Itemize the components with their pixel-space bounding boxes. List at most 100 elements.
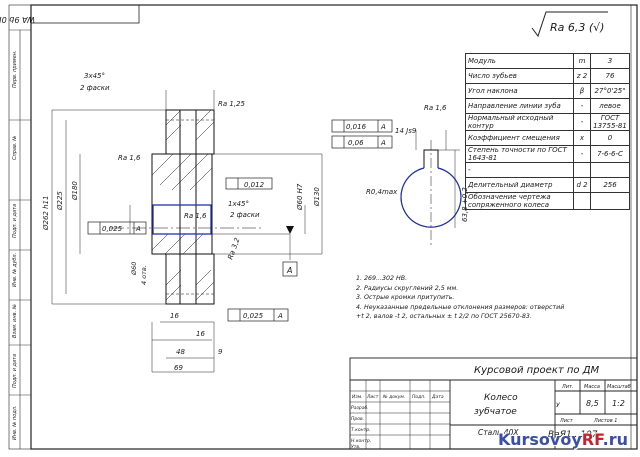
- tb-scale-h: Масштаб: [607, 384, 631, 390]
- tb-role-2: Пров.: [351, 416, 364, 422]
- datum-a-1: A: [135, 225, 141, 233]
- param-value: левое: [590, 98, 630, 114]
- param-name: -: [465, 162, 574, 178]
- tb-scale: 1:2: [612, 399, 625, 408]
- tolerance-frames: [87, 119, 393, 322]
- keyway-bore-highlight: [400, 167, 462, 228]
- title-part-name: зубчатое: [474, 407, 517, 417]
- side-label-6: Подп. и дата: [12, 354, 18, 388]
- datum-a-box: A: [286, 266, 292, 275]
- dimension-lines: [51, 90, 323, 373]
- param-name: Модуль: [465, 53, 574, 69]
- dim-ra32: Ra 3,2: [226, 236, 241, 260]
- side-label-5: Взам. инв. №: [12, 304, 18, 338]
- datum-arrow: [286, 226, 294, 234]
- param-value: 0: [590, 130, 630, 146]
- param-symbol: x: [573, 130, 591, 146]
- watermark-suffix: .ru: [602, 430, 629, 449]
- dim-d60: Ø60: [130, 262, 138, 276]
- note-5: +t 2, валов -t 2, остальных ± t 2/2 по Г…: [356, 313, 532, 320]
- bore-highlight: [152, 204, 212, 235]
- side-label-1: Перв. примен.: [12, 50, 18, 88]
- dim-w9: 9: [218, 348, 223, 356]
- tb-sheet-h: Лист: [559, 418, 574, 424]
- param-row: Направление линии зуба-левое: [465, 98, 630, 114]
- param-symbol: -: [573, 98, 591, 114]
- tb-litera: У: [556, 402, 560, 409]
- dim-d180: Ø180: [71, 181, 79, 201]
- tol-06: 0,06: [348, 139, 364, 147]
- param-symbol: -: [573, 113, 591, 131]
- side-label-2: Справ. №: [12, 136, 18, 160]
- tb-row-sign: Подп.: [412, 394, 426, 400]
- dim-w48: 48: [176, 348, 185, 356]
- dim-w16a: 16: [170, 312, 179, 320]
- param-name: Направление линии зуба: [465, 98, 574, 114]
- param-name: Степень точности по ГОСТ 1643-81: [465, 145, 574, 163]
- tb-role-5: Утв.: [351, 444, 360, 450]
- note-1: 1. 269...302 НВ.: [356, 275, 408, 282]
- param-name: Коэффициент смещения: [465, 130, 574, 146]
- title-project: Курсовой проект по ДМ: [474, 365, 600, 376]
- side-label-3: Подп. и дата: [12, 204, 18, 238]
- param-value: 76: [590, 68, 630, 84]
- technical-notes: 1. 269...302 НВ. 2. Радиусы скруглений 2…: [356, 274, 564, 322]
- param-value: 256: [590, 177, 630, 193]
- param-symbol: β: [573, 83, 591, 99]
- tb-row-izm: Изм.: [352, 394, 363, 400]
- param-name: Нормальный исходный контур: [465, 113, 574, 131]
- side-stamp: [9, 29, 31, 449]
- tb-litera-h: Лит.: [561, 384, 574, 390]
- tb-row-date: Дата: [431, 394, 444, 400]
- watermark-main: Kursovoy: [498, 430, 582, 449]
- dim-ra16-bore: Ra 1,6: [184, 212, 207, 220]
- param-value: 7-6-6-С: [590, 145, 630, 163]
- dim-ra125: Ra 1,25: [218, 100, 246, 108]
- param-name: Обозначение чертежа сопряженного колеса: [465, 192, 574, 210]
- tol-025b: 0,025: [243, 312, 264, 320]
- dim-ra16-main: Ra 1,6: [118, 154, 141, 162]
- keyway-dims: [415, 130, 460, 228]
- note-2: 2. Радиусы скруглений 2,5 мм.: [356, 284, 459, 292]
- datum-a-4: A: [380, 139, 386, 147]
- tb-designation: ВаЯ1...107: [548, 430, 598, 440]
- dim-d262: Ø262 h11: [42, 196, 50, 231]
- roughness-text: Ra 6,3 (√): [550, 21, 604, 34]
- param-value: 27°0'25": [590, 83, 630, 99]
- title-part-name-1: Колесо: [484, 393, 518, 403]
- watermark-accent: RF: [581, 430, 603, 449]
- param-name: Число зубьев: [465, 68, 574, 84]
- keyway-view: [400, 140, 462, 245]
- dim-chamfer2: 1х45°: [228, 200, 249, 208]
- param-row: Степень точности по ГОСТ 1643-81-7-6-6-С: [465, 145, 630, 163]
- outer-frame: [8, 4, 632, 450]
- dim-w69: 69: [174, 364, 183, 372]
- param-symbol: d 2: [573, 177, 591, 193]
- tol-012: 0,012: [244, 181, 265, 189]
- dim-chamfer2-note: 2 фаски: [230, 211, 260, 219]
- title-block: [349, 357, 638, 450]
- param-symbol: [573, 192, 591, 210]
- dim-chamfer: 3х45°: [84, 72, 105, 80]
- dim-4holes: 4 отв.: [140, 265, 148, 285]
- dim-ra16-keyway: Ra 1,6: [424, 104, 447, 112]
- tb-mass-h: Масса: [584, 384, 600, 390]
- param-value: [590, 162, 630, 178]
- dim-d225: Ø225: [56, 191, 64, 211]
- param-symbol: [573, 162, 591, 178]
- param-value: [590, 192, 630, 210]
- side-label-7: Инв. № подл.: [12, 406, 18, 441]
- roughness-symbol: [531, 11, 608, 38]
- param-row: Обозначение чертежа сопряженного колеса: [465, 192, 630, 210]
- tol-025: 0,025: [102, 225, 123, 233]
- tol-016: 0,016: [346, 123, 367, 131]
- tb-mass: 8,5: [586, 399, 599, 408]
- param-row: Нормальный исходный контур-ГОСТ 13755-81: [465, 113, 630, 131]
- note-4: 4. Неуказанные предельные отклонения раз…: [356, 303, 565, 311]
